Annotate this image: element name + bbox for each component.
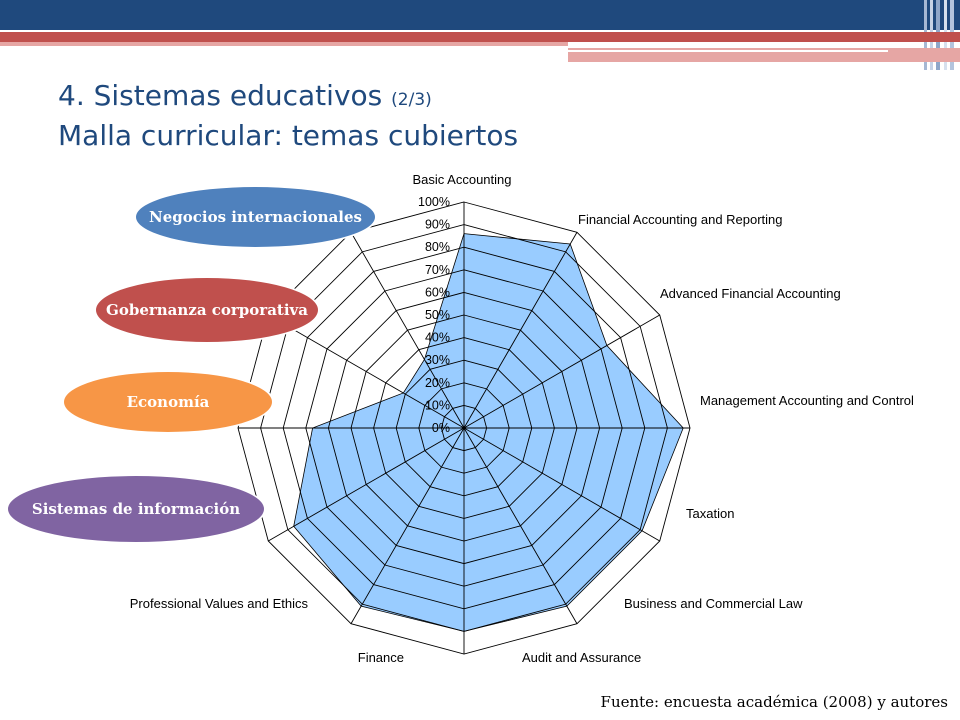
category-label: Professional Values and Ethics xyxy=(130,596,309,611)
tick-label: 10% xyxy=(425,398,450,412)
red-band xyxy=(0,32,960,42)
tick-label: 40% xyxy=(425,331,450,345)
tick-label: 20% xyxy=(425,376,450,390)
axis-spoke xyxy=(268,314,465,429)
pill-negocios-internacionales: Negocios internacionales xyxy=(134,185,377,249)
white-line xyxy=(568,50,888,52)
category-label: Financial Accounting and Reporting xyxy=(578,212,783,227)
pill-sistemas-de-informacion: Sistemas de información xyxy=(6,474,266,544)
axis-spoke xyxy=(350,427,465,624)
tick-label: 50% xyxy=(425,308,450,322)
top-bar xyxy=(0,0,960,30)
source-note: Fuente: encuesta académica (2008) y auto… xyxy=(600,693,948,711)
category-label: Management Accounting and Control xyxy=(700,393,914,408)
tick-label: 90% xyxy=(425,218,450,232)
axis-spoke xyxy=(463,232,578,429)
category-label: Audit and Assurance xyxy=(522,650,641,665)
axis-spoke xyxy=(463,427,660,542)
slide-title: 4. Sistemas educativos (2/3) Malla curri… xyxy=(58,78,518,154)
title-main: 4. Sistemas educativos xyxy=(58,79,383,112)
category-label: Advanced Financial Accounting xyxy=(660,286,841,301)
category-label: Finance xyxy=(358,650,404,665)
tick-label: 100% xyxy=(418,195,450,209)
pill-economia: Economía xyxy=(62,370,274,434)
tick-label: 0% xyxy=(432,421,450,435)
category-label: Basic Accounting xyxy=(412,172,511,187)
pill-gobernanza-corporativa: Gobernanza corporativa xyxy=(94,276,320,344)
axis-spoke xyxy=(268,427,465,542)
slide-subtitle: Malla curricular: temas cubiertos xyxy=(58,119,519,152)
title-part: (2/3) xyxy=(391,90,432,110)
axis-spoke xyxy=(350,232,465,429)
category-label: Business and Commercial Law xyxy=(624,596,803,611)
axis-spoke xyxy=(463,314,660,429)
tick-label: 30% xyxy=(425,353,450,367)
category-label: Taxation xyxy=(686,506,734,521)
tick-label: 70% xyxy=(425,263,450,277)
tick-label: 80% xyxy=(425,240,450,254)
tick-label: 60% xyxy=(425,285,450,299)
pink-band xyxy=(0,42,568,46)
axis-spoke xyxy=(463,427,578,624)
